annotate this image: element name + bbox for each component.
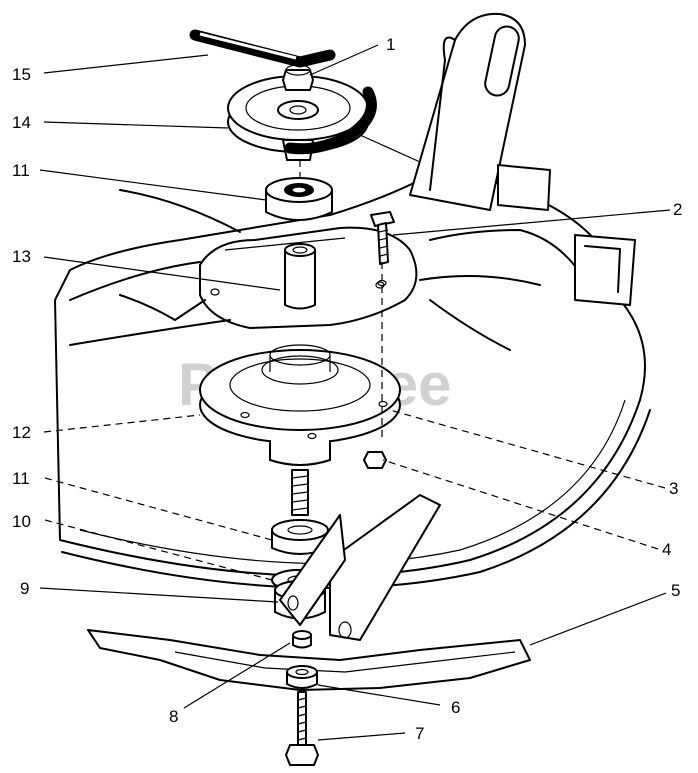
bearing-11-upper <box>265 177 333 221</box>
belt-15 <box>189 29 421 163</box>
callout-1: 1 <box>386 35 395 54</box>
nut-1 <box>282 64 314 91</box>
washer-6 <box>286 665 318 689</box>
nut-4 <box>363 451 387 469</box>
callout-4: 4 <box>662 540 671 559</box>
callout-11-lower: 11 <box>12 469 30 488</box>
callout-6: 6 <box>451 698 460 717</box>
callout-13: 13 <box>12 247 31 266</box>
blade-5 <box>87 494 531 691</box>
callout-15: 15 <box>12 65 31 84</box>
callout-12: 12 <box>12 423 31 442</box>
callout-9: 9 <box>20 579 29 598</box>
spindle-shaft <box>291 469 309 516</box>
bolt-7 <box>285 691 319 766</box>
leader-lines <box>39 44 671 741</box>
callout-8: 8 <box>169 707 178 726</box>
callout-5: 5 <box>671 581 680 600</box>
deck-bracket <box>409 12 636 306</box>
callout-10: 10 <box>12 512 31 531</box>
callout-3: 3 <box>669 479 678 498</box>
callout-11-upper: 11 <box>12 161 30 180</box>
callout-7: 7 <box>415 724 424 743</box>
housing-12 <box>199 344 401 466</box>
callout-2: 2 <box>673 200 682 219</box>
bolt-2 <box>370 211 395 287</box>
callout-14: 14 <box>12 113 31 132</box>
stud-8 <box>292 630 312 649</box>
spacer-13 <box>284 243 316 310</box>
